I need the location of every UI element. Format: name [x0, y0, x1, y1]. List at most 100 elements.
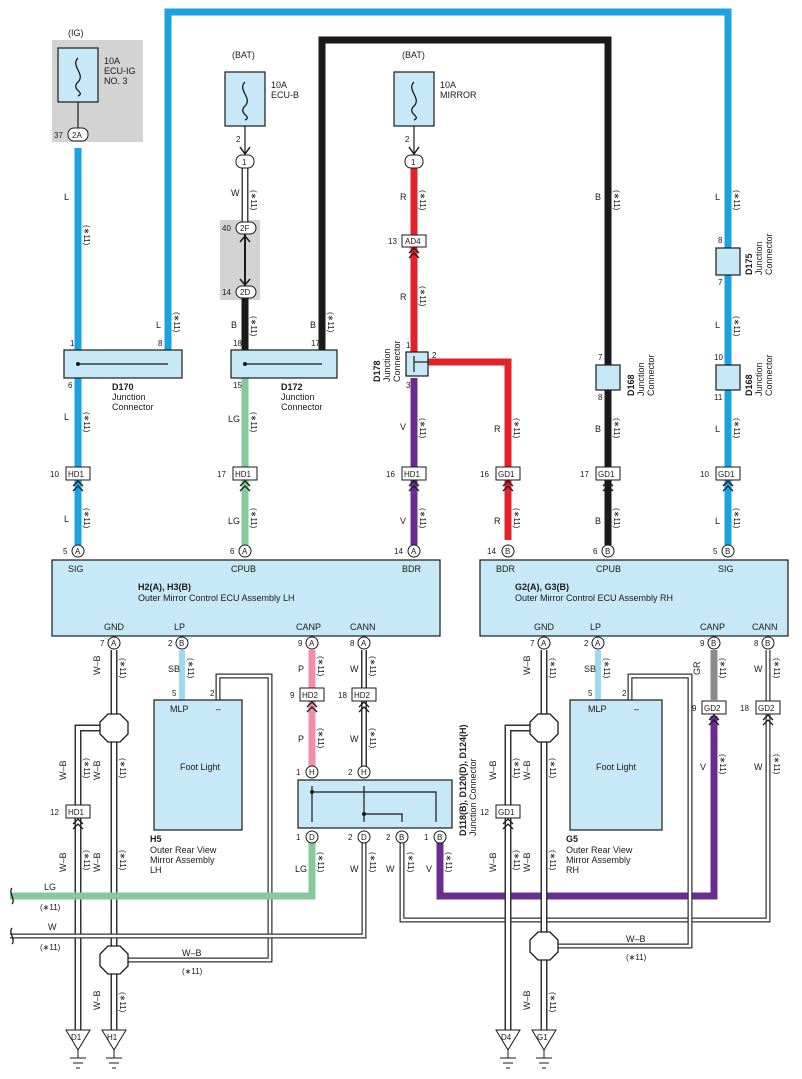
svg-text:6: 6: [68, 381, 73, 390]
svg-text:W: W: [754, 762, 763, 772]
svg-text:W–B: W–B: [522, 852, 532, 872]
svg-text:17: 17: [311, 339, 320, 348]
svg-text:(∗11): (∗11): [418, 286, 427, 307]
svg-text:(∗11): (∗11): [40, 903, 61, 912]
svg-text:D172: D172: [281, 382, 303, 392]
junction-d178: 1 2 3 D178 Junction Connector: [372, 340, 437, 390]
svg-text:W: W: [231, 188, 240, 198]
svg-text:Junction: Junction: [754, 241, 764, 275]
svg-text:LG: LG: [228, 516, 240, 526]
svg-text:Junction: Junction: [754, 362, 764, 396]
svg-text:(∗11): (∗11): [249, 508, 258, 529]
junction-d118-d120-d124: H 1 H 2 D 1 D 2 B 2 B 1 D118(B), D120(D)…: [296, 724, 478, 844]
svg-text:(∗11): (∗11): [732, 508, 741, 529]
wire-r-d178: [428, 358, 512, 540]
svg-text:(∗11): (∗11): [82, 850, 91, 871]
svg-text:(∗11): (∗11): [548, 758, 557, 779]
svg-text:R: R: [494, 516, 501, 526]
svg-text:HD1: HD1: [68, 470, 85, 479]
svg-text:A: A: [411, 547, 417, 556]
svg-text:7: 7: [100, 639, 105, 648]
svg-text:17: 17: [217, 470, 226, 479]
svg-text:(∗11): (∗11): [368, 656, 377, 677]
svg-text:12: 12: [480, 808, 489, 817]
svg-text:(∗11): (∗11): [118, 758, 127, 779]
svg-text:(∗11): (∗11): [182, 967, 203, 976]
svg-text:(∗11): (∗11): [718, 754, 727, 775]
svg-text:W: W: [350, 734, 359, 744]
svg-text:P: P: [298, 664, 304, 674]
svg-text:(∗11): (∗11): [418, 190, 427, 211]
svg-text:Outer Rear View: Outer Rear View: [566, 845, 633, 855]
svg-text:GD2: GD2: [704, 704, 721, 713]
svg-text:GR: GR: [692, 661, 702, 675]
mid-wire-labels: L (∗11) LG (∗11) V (∗11) R (∗11) B (∗11)…: [64, 412, 741, 529]
svg-text:Mirror Assembly: Mirror Assembly: [566, 855, 631, 865]
svg-text:15: 15: [233, 381, 242, 390]
junction-d175: 8 7 D175 Junction Connector: [715, 233, 774, 287]
svg-text:Connector: Connector: [646, 354, 656, 396]
svg-text:A: A: [111, 639, 117, 648]
svg-text:Connector: Connector: [281, 402, 323, 412]
ground-g1: G1: [531, 1029, 557, 1069]
svg-text:(∗11): (∗11): [368, 852, 377, 873]
svg-text:SB: SB: [584, 664, 596, 674]
svg-text:(∗11): (∗11): [732, 418, 741, 439]
svg-text:(∗11): (∗11): [118, 658, 127, 679]
svg-text:7: 7: [598, 353, 603, 362]
svg-text:2: 2: [348, 768, 353, 777]
svg-text:V: V: [400, 422, 406, 432]
svg-text:10: 10: [714, 353, 723, 362]
svg-text:2: 2: [348, 833, 353, 842]
conn-2a: [67, 127, 89, 142]
svg-text:CPUB: CPUB: [231, 564, 256, 574]
svg-text:(∗11): (∗11): [612, 190, 621, 211]
conn-2d: [235, 285, 257, 299]
svg-text:(∗11): (∗11): [40, 943, 61, 952]
svg-text:(∗11): (∗11): [732, 190, 741, 211]
inline-row-lower: HD2 9 HD2 18 GD2 9 GD2 18 HD1 12 GD1 12: [50, 687, 781, 830]
svg-text:(∗11): (∗11): [418, 508, 427, 529]
svg-text:(∗11): (∗11): [82, 225, 91, 246]
svg-text:A: A: [242, 547, 248, 556]
svg-text:V: V: [400, 516, 406, 526]
svg-text:(∗11): (∗11): [316, 728, 325, 749]
svg-text:A: A: [595, 639, 601, 648]
svg-text:Connector: Connector: [392, 340, 402, 382]
svg-text:LP: LP: [174, 622, 185, 632]
svg-text:5: 5: [172, 689, 177, 698]
svg-text:9: 9: [700, 639, 705, 648]
svg-text:8: 8: [754, 639, 759, 648]
ecu-bottom-pins: A 7 B 2 A 9 A 8 A 7 A 2 B 9 B 8: [100, 636, 775, 650]
svg-text:HD2: HD2: [354, 691, 371, 700]
svg-text:LG: LG: [44, 882, 56, 892]
svg-text:1: 1: [406, 341, 411, 350]
svg-text:GD1: GD1: [718, 470, 735, 479]
svg-text:(∗11): (∗11): [118, 850, 127, 871]
svg-text:HD1: HD1: [235, 470, 252, 479]
svg-text:18: 18: [740, 704, 749, 713]
svg-text:GD2: GD2: [758, 704, 775, 713]
svg-text:CANN: CANN: [350, 622, 376, 632]
pin-label: 40: [222, 224, 231, 233]
conn-ad4: [401, 234, 427, 248]
conn-label: 2F: [240, 224, 249, 233]
svg-text:B: B: [399, 833, 404, 842]
svg-text:CANN: CANN: [752, 622, 778, 632]
svg-text:(∗11): (∗11): [512, 508, 521, 529]
svg-text:Connector: Connector: [764, 354, 774, 396]
fuse-source-label: (BAT): [232, 50, 255, 60]
svg-text:(∗11): (∗11): [548, 850, 557, 871]
svg-text:R: R: [400, 192, 407, 202]
svg-text:9: 9: [290, 691, 295, 700]
svg-text:W–B: W–B: [92, 990, 102, 1010]
fuse-name-2: NO. 3: [104, 76, 128, 86]
svg-text:GD1: GD1: [598, 470, 615, 479]
svg-text:V: V: [700, 762, 706, 772]
svg-text:L: L: [715, 424, 720, 434]
svg-text:(∗11): (∗11): [772, 658, 781, 679]
svg-text:D4: D4: [501, 1033, 512, 1042]
svg-text:B: B: [595, 516, 601, 526]
svg-text:B: B: [595, 192, 601, 202]
svg-text:11: 11: [714, 393, 723, 402]
